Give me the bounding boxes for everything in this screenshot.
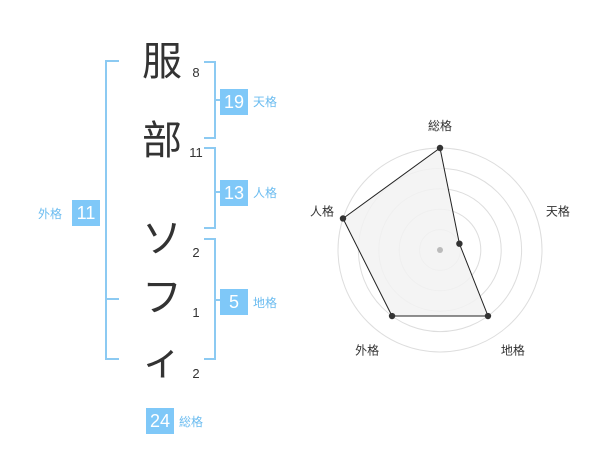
radar-point	[484, 312, 492, 320]
radar-points	[339, 144, 492, 320]
tenkaku-badge: 19	[220, 89, 248, 115]
tenkaku-label: 天格	[253, 95, 278, 109]
chikaku-tick	[216, 299, 222, 301]
tenkaku-bracket	[204, 61, 216, 139]
radar-point	[436, 144, 444, 152]
chikaku-badge: 5	[220, 289, 248, 315]
chikaku-label: 地格	[253, 296, 278, 310]
axis-label-jinkaku: 人格	[310, 204, 334, 219]
radar-center	[437, 247, 443, 253]
name-char-4: フ	[142, 275, 182, 321]
name-char-1: 服	[142, 39, 182, 85]
stroke-count-1: 8	[192, 65, 200, 80]
jinkaku-tick	[216, 191, 222, 193]
axis-label-gaikaku: 外格	[355, 342, 379, 357]
stroke-count-5: 2	[192, 366, 200, 381]
radar-point	[388, 312, 396, 320]
axis-label-chikaku: 地格	[501, 342, 525, 357]
radar-point	[339, 215, 347, 222]
name-char-2: 部	[142, 118, 182, 164]
jinkaku-badge: 13	[220, 180, 248, 206]
tenkaku-tick	[216, 99, 222, 101]
stroke-count-2: 11	[189, 145, 203, 160]
jinkaku-label: 人格	[253, 186, 278, 200]
gaikaku-label: 外格	[38, 207, 63, 221]
soukaku-label: 総格	[179, 415, 204, 429]
stroke-count-4: 1	[192, 305, 200, 320]
soukaku-badge: 24	[146, 408, 174, 434]
gaikaku-divider	[105, 298, 119, 300]
axis-label-tenkaku: 天格	[546, 204, 570, 219]
radar-area	[342, 147, 489, 317]
axis-label-soukaku: 総格	[428, 118, 452, 133]
name-char-5: ィ	[142, 338, 182, 384]
gaikaku-badge: 11	[72, 200, 100, 226]
radar-chart: 総格 天格 地格 外格 人格	[310, 118, 570, 357]
radar-point	[456, 240, 463, 247]
gaikaku-bracket	[105, 60, 119, 360]
chikaku-bracket	[204, 238, 216, 360]
name-char-3: ソ	[142, 216, 182, 262]
jinkaku-bracket	[204, 147, 216, 229]
stroke-count-3: 2	[192, 245, 200, 260]
